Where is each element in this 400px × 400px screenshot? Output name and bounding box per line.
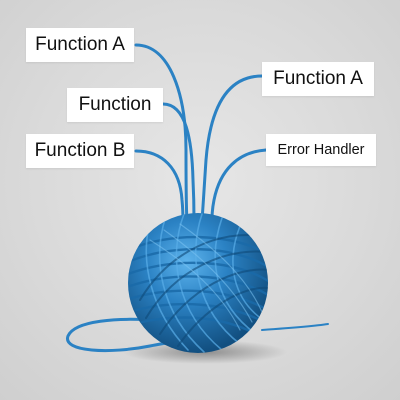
thread-function-b	[134, 149, 185, 225]
thread-function-a-right	[200, 74, 264, 222]
loose-thread-right	[261, 323, 329, 331]
thread-function-a-left	[134, 43, 189, 224]
label-function-a-right: Function A	[262, 62, 374, 96]
thread-function	[161, 102, 196, 222]
thread-error-handler	[210, 148, 268, 226]
label-function: Function	[67, 88, 163, 122]
label-function-a-left: Function A	[26, 28, 134, 62]
label-function-b: Function B	[26, 134, 134, 168]
label-error-handler: Error Handler	[266, 134, 376, 166]
